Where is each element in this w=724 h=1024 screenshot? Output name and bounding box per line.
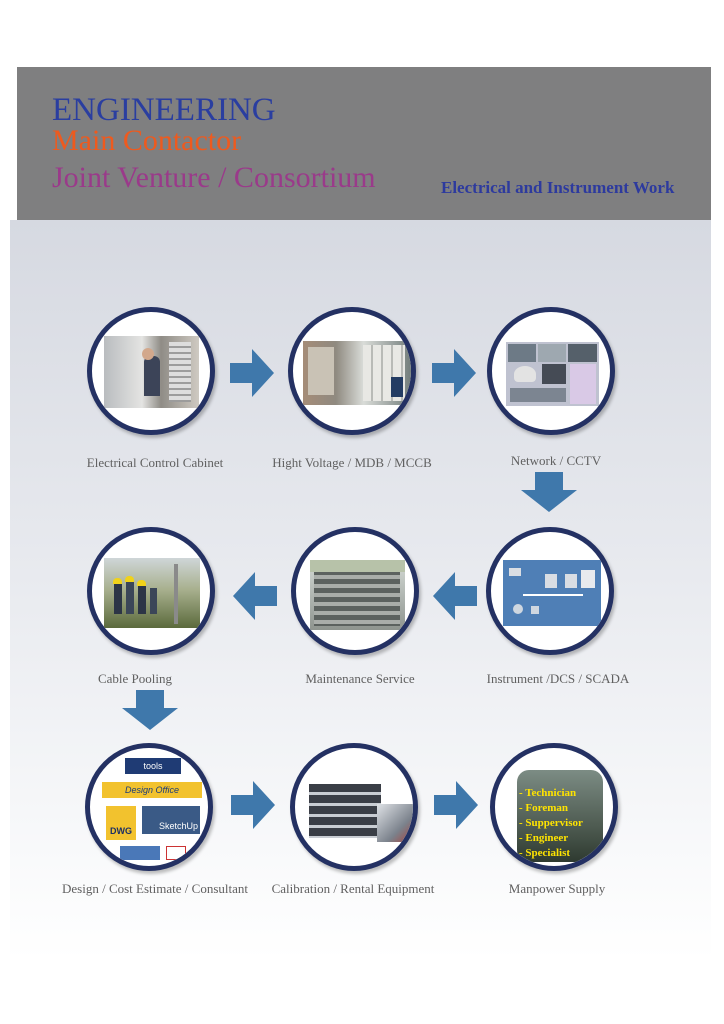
photo-calibration-equipment bbox=[309, 784, 381, 838]
photo-manpower-supply: - Technician - Foreman - Suppervisor - E… bbox=[517, 770, 603, 862]
arrow-right-icon bbox=[432, 349, 476, 397]
service-circle-maintenance bbox=[291, 527, 419, 655]
caption-calibration: Calibration / Rental Equipment bbox=[271, 881, 435, 896]
photo-maintenance bbox=[310, 560, 405, 630]
logo-tools: tools bbox=[125, 758, 181, 774]
caption-electrical-cabinet: Electrical Control Cabinet bbox=[86, 455, 224, 470]
manpower-item: - Technician bbox=[519, 787, 577, 799]
photo-instrument-dcs-diagram bbox=[503, 560, 601, 626]
arrow-right-icon bbox=[434, 781, 478, 829]
arrow-right-icon bbox=[230, 349, 274, 397]
logo-dwg: DWG bbox=[106, 806, 136, 840]
service-circle-calibration bbox=[290, 743, 418, 871]
photo-network-cctv bbox=[506, 342, 599, 406]
manpower-item: - Suppervisor bbox=[519, 817, 583, 829]
arrow-right-icon bbox=[231, 781, 275, 829]
service-circle-cable-pooling bbox=[87, 527, 215, 655]
subtitle-electrical-instrument: Electrical and Instrument Work bbox=[441, 178, 675, 197]
logo-sketchup: SketchUp bbox=[142, 806, 200, 834]
caption-cable-pooling: Cable Pooling bbox=[97, 671, 173, 686]
manpower-list: - Technician - Foreman - Suppervisor - E… bbox=[519, 786, 583, 861]
logo-small-blue bbox=[120, 846, 160, 860]
caption-design-consultant: Design / Cost Estimate / Consultant bbox=[62, 881, 248, 896]
arrow-down-icon bbox=[122, 690, 178, 730]
photo-electrical-cabinet bbox=[104, 336, 199, 408]
header-banner: ENGINEERING Main Contactor Joint Venture… bbox=[17, 67, 711, 220]
photo-high-voltage bbox=[303, 341, 411, 405]
manpower-item: - Engineer bbox=[519, 832, 569, 844]
service-circle-network-cctv bbox=[487, 307, 615, 435]
manpower-item: - Foreman bbox=[519, 802, 568, 814]
service-circle-high-voltage bbox=[288, 307, 416, 435]
service-circle-instrument-dcs bbox=[486, 527, 614, 655]
caption-maintenance: Maintenance Service bbox=[305, 671, 415, 686]
arrow-down-icon bbox=[521, 472, 577, 512]
caption-network-cctv: Network / CCTV bbox=[510, 453, 602, 468]
arrow-left-icon bbox=[233, 572, 277, 620]
title-engineering: ENGINEERING bbox=[52, 92, 276, 128]
service-circle-electrical-cabinet bbox=[87, 307, 215, 435]
arrow-left-icon bbox=[433, 572, 477, 620]
logo-design-office: Design Office bbox=[102, 782, 202, 798]
caption-instrument-dcs: Instrument /DCS / SCADA bbox=[486, 671, 630, 686]
title-main-contractor: Main Contactor bbox=[52, 124, 242, 157]
caption-manpower: Manpower Supply bbox=[508, 881, 606, 896]
caption-high-voltage: Hight Voltage / MDB / MCCB bbox=[272, 455, 432, 470]
logo-small-red bbox=[166, 846, 186, 860]
service-circle-manpower: - Technician - Foreman - Suppervisor - E… bbox=[490, 743, 618, 871]
photo-calibration-device bbox=[377, 804, 413, 842]
title-joint-venture: Joint Venture / Consortium bbox=[52, 161, 376, 194]
photo-cable-pooling bbox=[104, 558, 200, 628]
manpower-item: - Specialist bbox=[519, 847, 571, 859]
service-circle-design-consultant: tools Design Office DWG SketchUp bbox=[85, 743, 213, 871]
